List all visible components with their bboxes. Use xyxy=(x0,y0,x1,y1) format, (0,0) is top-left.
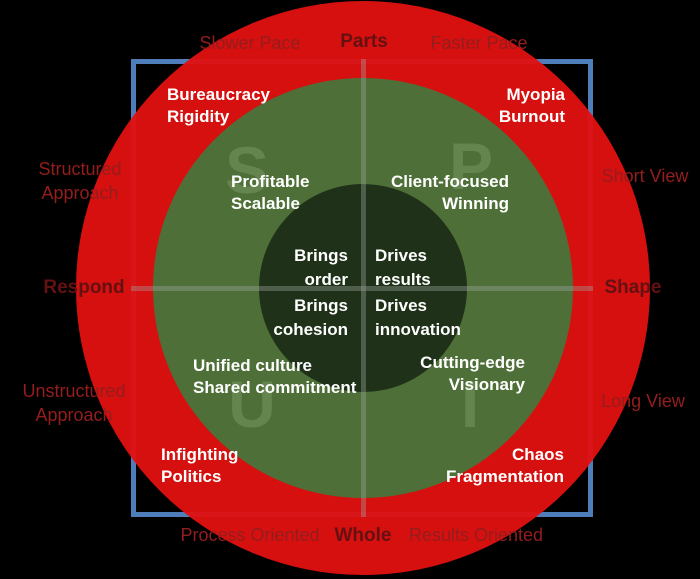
label-brings-order: Brings order xyxy=(294,244,348,292)
label-line: Visionary xyxy=(448,375,525,394)
axis-line: Unstructured xyxy=(22,381,126,401)
vertical-axis-line xyxy=(361,59,366,517)
axis-parts: Parts xyxy=(340,31,388,52)
horizontal-axis-line xyxy=(131,286,593,291)
label-line: Shared commitment xyxy=(193,378,357,397)
label-line: Drives xyxy=(375,296,427,315)
axis-faster-pace: Faster Pace xyxy=(430,33,528,53)
quadrant-letter-p: P xyxy=(448,129,494,203)
axis-long-view: Long View xyxy=(601,391,685,411)
inner-dark-circle xyxy=(259,184,467,392)
label-cutting-edge-visionary: Cutting-edge Visionary xyxy=(420,352,525,396)
label-line: Brings xyxy=(294,296,348,315)
label-line: innovation xyxy=(375,320,461,339)
label-chaos-fragmentation: Chaos Fragmentation xyxy=(446,444,564,488)
label-line: Chaos xyxy=(512,445,564,464)
label-line: Infighting xyxy=(161,445,239,464)
axis-shape: Shape xyxy=(604,277,662,298)
label-line: Profitable xyxy=(231,172,310,191)
label-line: Scalable xyxy=(231,194,300,213)
label-line: Winning xyxy=(442,194,509,213)
label-infighting-politics: Infighting Politics xyxy=(161,444,238,488)
axis-unstructured-approach: Unstructured Approach xyxy=(22,379,125,427)
label-line: Fragmentation xyxy=(445,467,564,486)
label-line: order xyxy=(304,270,348,289)
axis-process-oriented: Process Oriented xyxy=(180,525,320,545)
label-line: Myopia xyxy=(506,85,565,104)
axis-line: Structured xyxy=(38,159,122,179)
axis-short-view: Short View xyxy=(601,166,689,186)
label-brings-cohesion: Brings cohesion xyxy=(273,294,348,342)
label-myopia-burnout: Myopia Burnout xyxy=(499,84,565,128)
axis-line: Approach xyxy=(35,405,113,425)
axis-results-oriented: Results Oriented xyxy=(408,525,544,545)
label-line: results xyxy=(375,270,431,289)
label-line: Client-focused xyxy=(390,172,509,191)
label-unified-culture: Unified culture Shared commitment xyxy=(193,355,356,399)
label-line: Unified culture xyxy=(193,356,313,375)
label-line: Rigidity xyxy=(167,107,230,126)
label-line: Cutting-edge xyxy=(420,353,525,372)
label-drives-innovation: Drives innovation xyxy=(375,294,461,342)
label-line: Burnout xyxy=(498,107,565,126)
label-bureaucracy-rigidity: Bureaucracy Rigidity xyxy=(167,84,270,128)
label-line: cohesion xyxy=(273,320,348,339)
label-line: Brings xyxy=(294,246,348,265)
label-client-focused-winning: Client-focused Winning xyxy=(391,171,509,215)
quadrant-letter-u: U xyxy=(228,367,276,441)
axis-whole: Whole xyxy=(334,525,392,546)
axis-respond: Respond xyxy=(43,277,125,298)
axis-line: Approach xyxy=(41,183,119,203)
label-drives-results: Drives results xyxy=(375,244,431,292)
axis-structured-approach: Structured Approach xyxy=(38,157,121,205)
label-profitable-scalable: Profitable Scalable xyxy=(231,171,309,215)
label-line: Bureaucracy xyxy=(167,85,271,104)
quadrant-letter-s: S xyxy=(224,133,270,207)
label-line: Drives xyxy=(375,246,427,265)
label-line: Politics xyxy=(161,467,222,486)
quadrant-letter-i: I xyxy=(460,367,480,441)
axis-slower-pace: Slower Pace xyxy=(199,33,301,53)
